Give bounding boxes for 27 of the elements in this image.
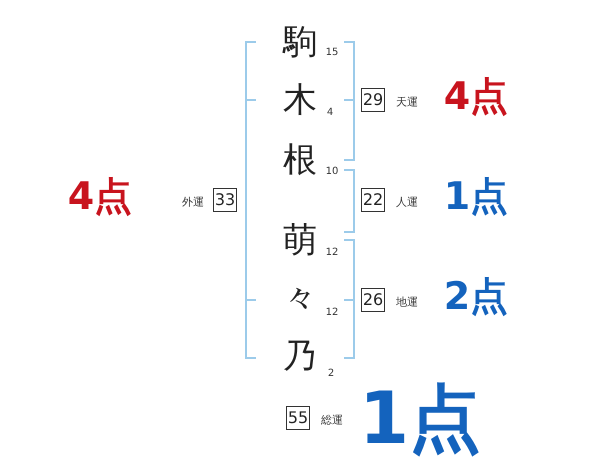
- number-box: 55: [286, 406, 310, 430]
- score-text: 4点: [68, 177, 132, 215]
- score-text: 2点: [444, 277, 508, 315]
- name-character: 駒: [283, 25, 317, 59]
- number-box: 22: [361, 188, 385, 212]
- fortune-label: 地運: [396, 296, 418, 308]
- fortune-label: 外運: [182, 196, 204, 208]
- score-text: 4点: [444, 77, 508, 115]
- number-box: 26: [361, 288, 385, 312]
- fortune-label: 総運: [321, 414, 343, 426]
- score-text: 1点: [358, 382, 482, 454]
- stroke-count: 4: [326, 108, 334, 118]
- stroke-count: 10: [326, 167, 338, 177]
- name-character: 萌: [283, 223, 317, 257]
- fortune-label: 人運: [396, 196, 418, 208]
- name-character: 々: [283, 281, 317, 315]
- name-character: 根: [283, 143, 317, 177]
- score-text: 1点: [444, 177, 508, 215]
- number-box: 29: [361, 88, 385, 112]
- stroke-count: 12: [326, 308, 338, 318]
- stroke-count: 12: [326, 248, 338, 258]
- number-box: 33: [213, 188, 237, 212]
- stroke-count: 15: [326, 48, 338, 58]
- name-character: 木: [283, 83, 317, 117]
- fortune-label: 天運: [396, 96, 418, 108]
- name-character: 乃: [283, 339, 317, 373]
- stroke-count: 2: [328, 369, 334, 379]
